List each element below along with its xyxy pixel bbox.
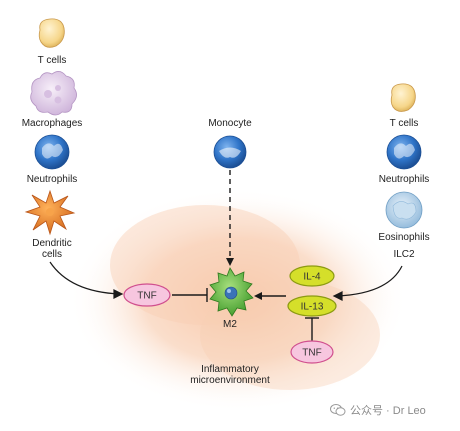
macrophages-label: Macrophages — [21, 118, 83, 129]
ilc2-label: ILC2 — [393, 249, 415, 260]
dendritic-cells-label: Dendritic cells — [17, 238, 87, 260]
il13-label: IL-13 — [301, 302, 324, 313]
neutrophils-right-label: Neutrophils — [378, 174, 430, 185]
neutrophils-left-label: Neutrophils — [26, 174, 78, 185]
tnf-inhibits-il13 — [305, 317, 319, 341]
eosinophils-label: Eosinophils — [378, 232, 430, 243]
il13-pill: IL-13 — [287, 295, 337, 317]
monocyte-icon — [213, 135, 247, 169]
wechat-icon — [330, 404, 346, 416]
t-cell-left-icon — [38, 18, 65, 48]
watermark: 公众号 · Dr Leo — [330, 402, 426, 418]
il4-pill: IL-4 — [289, 265, 335, 287]
tnf-bottom-pill: TNF — [290, 340, 334, 364]
t-cell-right-icon — [390, 83, 416, 112]
neutrophil-left-icon — [34, 134, 70, 170]
inflammatory-microenvironment-label: Inflammatory microenvironment — [180, 364, 280, 386]
t-cells-right-label: T cells — [389, 118, 419, 129]
dendritic-to-tnf-arrow — [49, 261, 124, 299]
dendritic-label-line1: Dendritic — [32, 238, 72, 249]
monocyte-label: Monocyte — [208, 118, 252, 129]
tnf-left-pill: TNF — [123, 283, 171, 307]
il-to-m2-arrow — [254, 292, 286, 300]
m2-label: M2 — [223, 319, 237, 330]
tnf-bottom-label: TNF — [302, 348, 321, 359]
micro-label-line1: Inflammatory — [201, 364, 259, 375]
macrophage-icon — [30, 71, 77, 116]
il4-label: IL-4 — [303, 272, 321, 283]
eosinophil-icon — [385, 191, 423, 229]
tnf-left-label: TNF — [137, 291, 156, 302]
m2-macrophage-icon — [209, 267, 254, 317]
t-cells-left-label: T cells — [37, 55, 67, 66]
tnf-inhibits-m2 — [172, 288, 208, 302]
micro-label-line2: microenvironment — [190, 375, 270, 386]
watermark-text: 公众号 · Dr Leo — [350, 405, 426, 417]
neutrophil-right-icon — [386, 134, 422, 170]
dendritic-cell-icon — [24, 189, 76, 236]
dendritic-label-line2: cells — [41, 249, 62, 260]
ilc2-to-il13-arrow — [332, 265, 403, 301]
monocyte-to-m2-arrow — [226, 170, 234, 266]
